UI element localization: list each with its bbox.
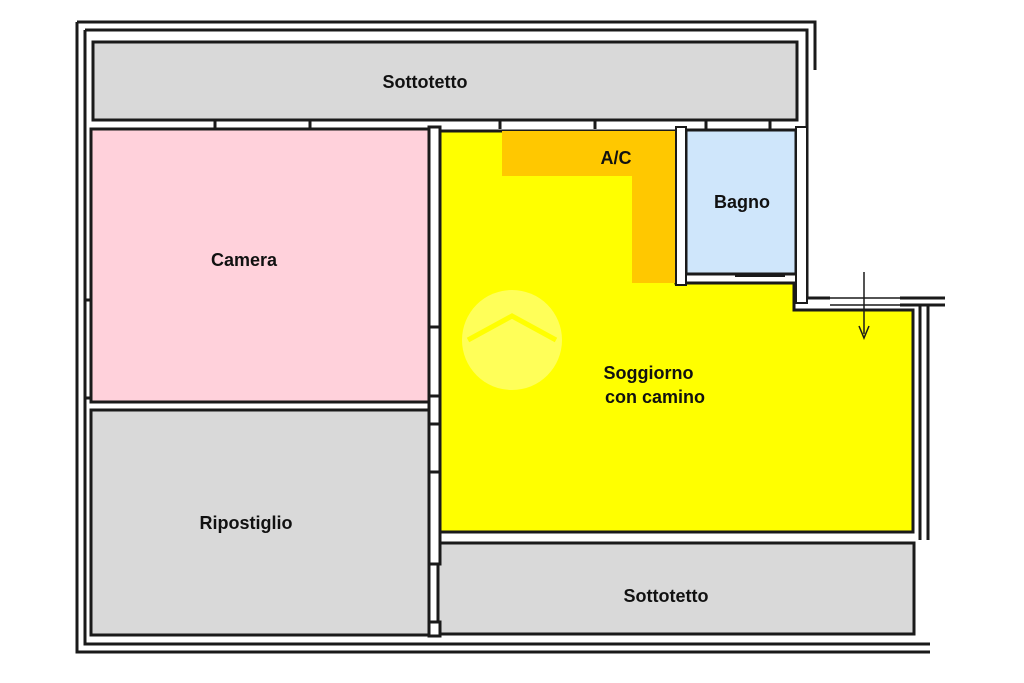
room-sottotetto-bottom-label: Sottotetto	[624, 586, 709, 606]
room-ac	[502, 131, 676, 283]
room-soggiorno-label-line1: Soggiorno	[604, 363, 694, 383]
entrance-arrow-icon	[858, 272, 870, 340]
room-ripostiglio	[89, 408, 431, 637]
watermark-logo	[462, 290, 562, 390]
room-bagno-label: Bagno	[714, 192, 770, 212]
room-sottotetto-bottom	[436, 541, 916, 636]
room-camera	[89, 127, 431, 404]
room-sottotetto-top-label: Sottotetto	[383, 72, 468, 92]
room-sottotetto-top	[91, 40, 799, 122]
room-soggiorno-label: Soggiorno con camino	[604, 363, 706, 407]
room-soggiorno-label-line2: con camino	[605, 387, 705, 407]
room-ripostiglio-label: Ripostiglio	[200, 513, 293, 533]
room-camera-label: Camera	[211, 250, 278, 270]
interior-walls	[85, 120, 900, 638]
room-ac-label: A/C	[601, 148, 632, 168]
